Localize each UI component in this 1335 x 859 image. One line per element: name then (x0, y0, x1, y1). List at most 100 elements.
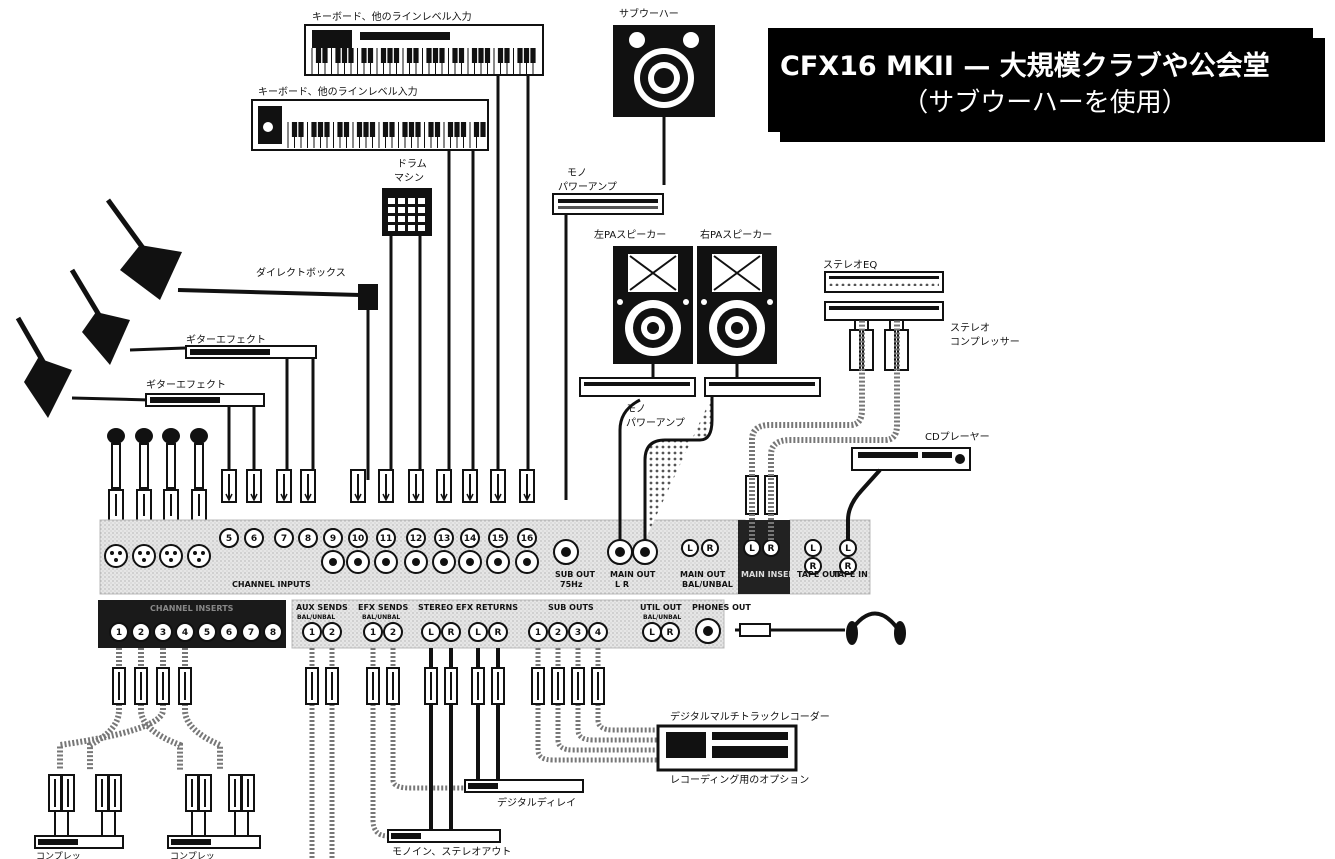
digital-delay (465, 780, 583, 792)
keyboard-second (252, 100, 488, 150)
aux-bal-label: BAL/UNBAL (297, 614, 335, 621)
jack-label: L (428, 628, 434, 638)
drum-machine-label-1: ドラム (397, 158, 427, 170)
efx-send-1: 1 (364, 623, 382, 641)
channel-jack-7: 7 (275, 529, 293, 547)
insert-number: 4 (182, 628, 188, 638)
subwoofer (613, 25, 715, 117)
jack-label: 2 (329, 628, 335, 638)
jack-label: 4 (595, 628, 601, 638)
channel-number: 6 (251, 534, 257, 544)
channel-inserts-label: CHANNEL INSERTS (150, 604, 234, 613)
subwoofer-label: サブウーハー (619, 7, 679, 20)
jack-letter: L (687, 544, 693, 554)
tape-in-label: TAPE IN (833, 570, 868, 579)
main-out-bal-l: L (682, 540, 698, 556)
insert-jack-1: 1 (110, 623, 128, 641)
jack-label: 1 (370, 628, 376, 638)
guitar-3 (18, 318, 72, 418)
sub-out-2: 2 (549, 623, 567, 641)
efx-send-2: 2 (384, 623, 402, 641)
jack-label: L (475, 628, 481, 638)
util-out-r: R (661, 623, 679, 641)
mono-in-stereo-out-label: モノイン、ステレオアウト (392, 846, 511, 858)
left-pa-label: 左PAスピーカー (594, 228, 666, 241)
insert-number: 1 (116, 628, 122, 638)
stereo-efx-returns-label: STEREO EFX RETURNS (418, 603, 518, 612)
phones-jack (696, 619, 720, 643)
multitrack-recorder (658, 726, 796, 770)
efx-bal-label: BAL/UNBAL (362, 614, 400, 621)
channel-number: 16 (521, 534, 534, 544)
tape-out-l: L (805, 540, 821, 556)
sub-out-label: SUB OUT (555, 570, 595, 579)
mono-amp-top-label-1: モノ (567, 168, 587, 179)
channel-jack-8: 8 (299, 529, 317, 547)
jack-label: 1 (309, 628, 315, 638)
mono-amp-mid-label-2: パワーアンプ (626, 417, 685, 429)
insert-jack-4: 4 (176, 623, 194, 641)
channel-inputs-label: CHANNEL INPUTS (232, 580, 311, 589)
insert-jack-8: 8 (264, 623, 282, 641)
jack-label: 2 (390, 628, 396, 638)
channel-jack-6: 6 (245, 529, 263, 547)
guitar-effect-1 (186, 346, 316, 358)
jack-label: R (667, 628, 674, 638)
efx-sends-label: EFX SENDS (358, 603, 408, 612)
insert-number: 5 (204, 628, 210, 638)
channel-jack-5: 5 (220, 529, 238, 547)
efx-return-2r: R (489, 623, 507, 641)
cd-player-label: CDプレーヤー (925, 431, 990, 443)
cd-player (852, 448, 970, 470)
insert-number: 2 (138, 628, 144, 638)
jack-label: 3 (575, 628, 581, 638)
keyboard-top-label: キーボード、他のラインレベル入力 (312, 10, 472, 23)
comp-bottom-label-2: コンプレッ (170, 851, 215, 859)
jack-label: R (495, 628, 502, 638)
main-out-r-jack (633, 540, 657, 564)
drum-machine (382, 188, 432, 236)
stereo-compressor (825, 302, 943, 320)
sub-out-1: 1 (529, 623, 547, 641)
mono-amp-top-label-2: パワーアンプ (558, 181, 617, 193)
insert-number: 3 (160, 628, 166, 638)
channel-number: 14 (464, 534, 477, 544)
channel-number: 12 (410, 534, 423, 544)
sub-outs-label: SUB OUTS (548, 603, 594, 612)
mono-amp-left (580, 378, 695, 396)
comp-bottom-label-1: コンプレッ (36, 851, 81, 859)
rec-option-label: レコーディング用のオプション (670, 773, 809, 786)
stereo-eq-label: ステレオEQ (823, 259, 877, 271)
keyboard-top (305, 25, 543, 75)
insert-number: 7 (248, 628, 254, 638)
aux-sends-label: AUX SENDS (296, 603, 348, 612)
stereo-eq (825, 272, 943, 292)
tape-in-l: L (840, 540, 856, 556)
aux-send-1: 1 (303, 623, 321, 641)
main-out-lr: L R (615, 580, 629, 589)
main-out-bal-label: MAIN OUT (680, 570, 726, 579)
mono-in-stereo-out-unit (388, 830, 500, 842)
jack-label: L (649, 628, 655, 638)
multitrack-label: デジタルマルチトラックレコーダー (670, 710, 830, 723)
util-bal-label: BAL/UNBAL (643, 614, 681, 621)
insert-jack-7: 7 (242, 623, 260, 641)
aux-send-2: 2 (323, 623, 341, 641)
jack-label: 1 (535, 628, 541, 638)
util-out-label: UTIL OUT (640, 603, 682, 612)
efx-return-1r: R (442, 623, 460, 641)
phones-out-label: PHONES OUT (692, 603, 751, 612)
right-pa-label: 右PAスピーカー (700, 228, 772, 241)
keyboard-second-label: キーボード、他のラインレベル入力 (258, 85, 418, 98)
efx-return-2l: L (469, 623, 487, 641)
right-pa-speaker (697, 246, 777, 364)
left-pa-speaker (613, 246, 693, 364)
xlr-jack-2 (133, 545, 155, 567)
channel-number: 9 (330, 534, 336, 544)
channel-number: 5 (226, 534, 232, 544)
digital-delay-label: デジタルディレイ (497, 796, 576, 809)
insert-jack-5: 5 (198, 623, 216, 641)
jack-letter: L (845, 544, 851, 554)
guitar-2 (72, 270, 130, 365)
jack-label: R (448, 628, 455, 638)
